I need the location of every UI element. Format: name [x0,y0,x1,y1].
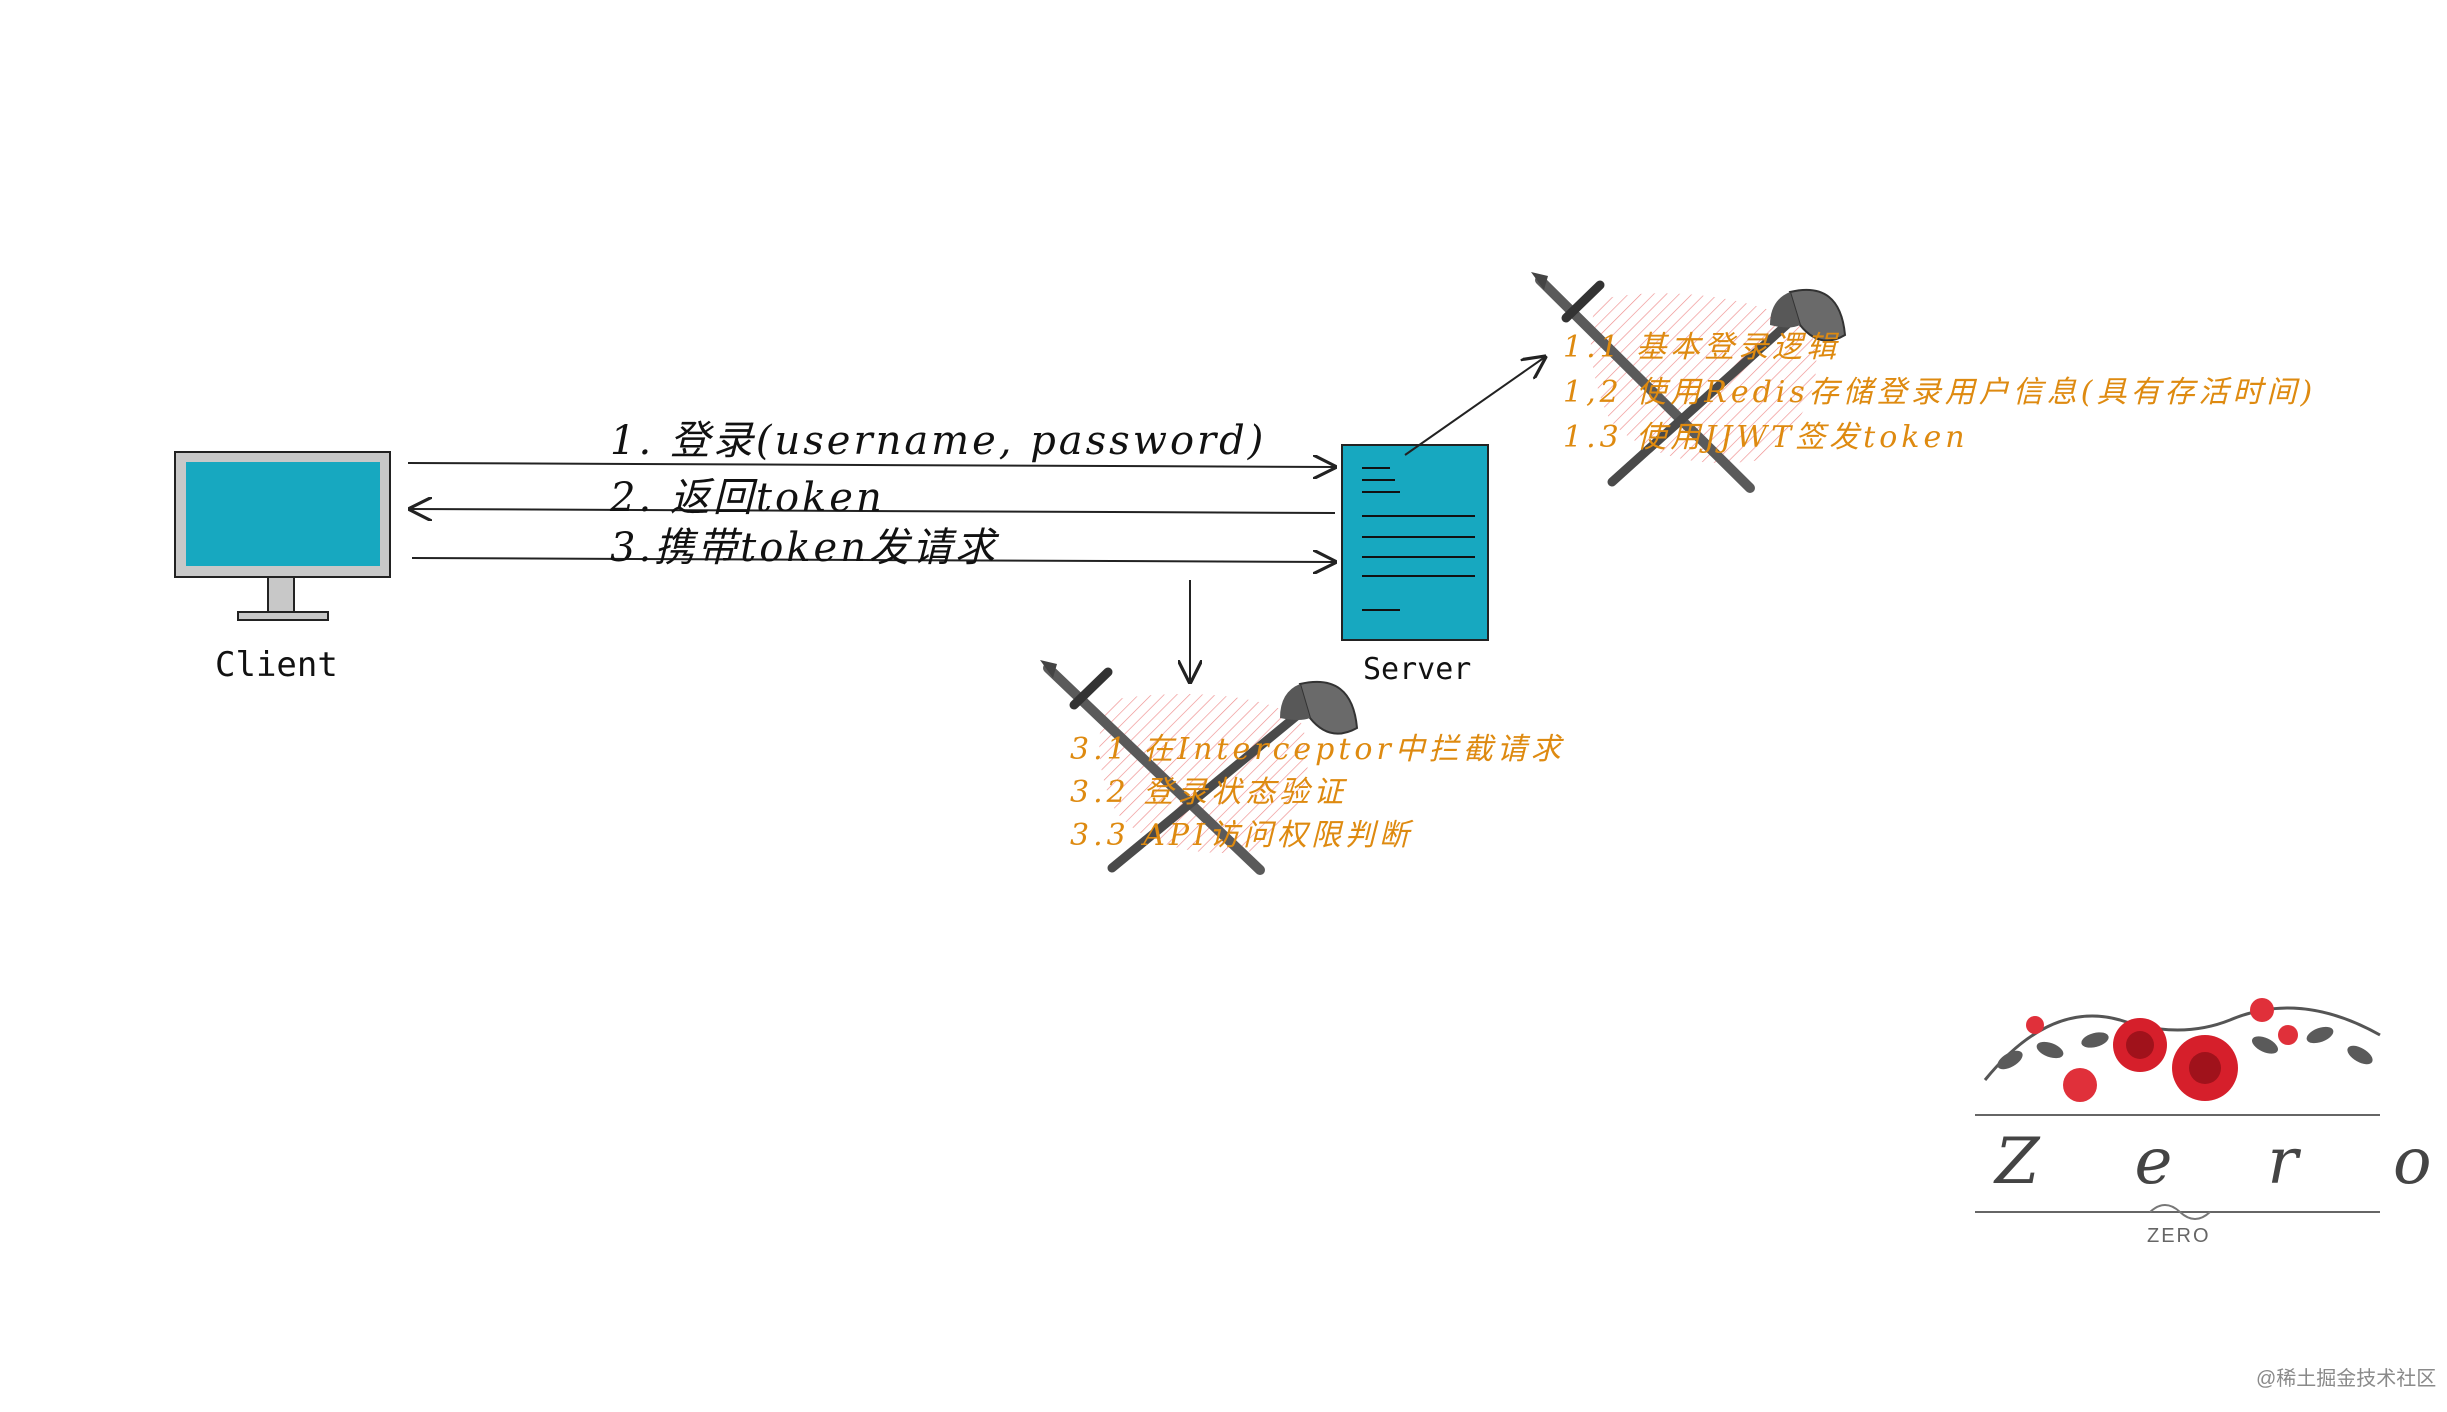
client-label: Client [215,645,338,685]
arrow-request-with-token [411,558,1335,562]
server-notes-decoration [1531,272,1847,493]
arrow-server-notes [1404,357,1545,456]
message-return-token: 2. 返回token [610,475,885,521]
interceptor-notes-decoration [1040,660,1359,875]
arrow-login [407,463,1335,467]
interceptor-note-3: 3.3 API访问权限判断 [1070,818,1413,853]
interceptor-note-1: 3.1 在Interceptor中拦截请求 [1070,732,1565,767]
arrow-return-token [410,509,1336,513]
brand-title: Zero [1995,1125,2431,1199]
server-note-3: 1.3 使用JJWT签发token [1563,420,1969,455]
interceptor-note-2: 3.2 登录状态验证 [1070,775,1348,810]
server-note-2: 1,2 使用Redis存储登录用户信息(具有存活时间) [1563,375,2317,410]
message-request-with-token: 3.携带token发请求 [610,525,998,571]
axe-icon [1107,680,1359,873]
server-document-icon [1341,444,1489,641]
brand-logo [1975,998,2381,1220]
sword-icon [1531,272,1755,493]
server-note-1: 1.1 基本登录逻辑 [1563,330,1841,365]
server-label: Server [1363,652,1472,687]
client-monitor-icon [174,451,391,621]
message-login: 1. 登录(username, password) [610,418,1267,464]
watermark: @稀土掘金技术社区 [2256,1368,2437,1390]
sword-icon [1040,660,1265,875]
brand-subtitle: ZERO [2147,1225,2211,1247]
axe-icon [1607,288,1847,487]
